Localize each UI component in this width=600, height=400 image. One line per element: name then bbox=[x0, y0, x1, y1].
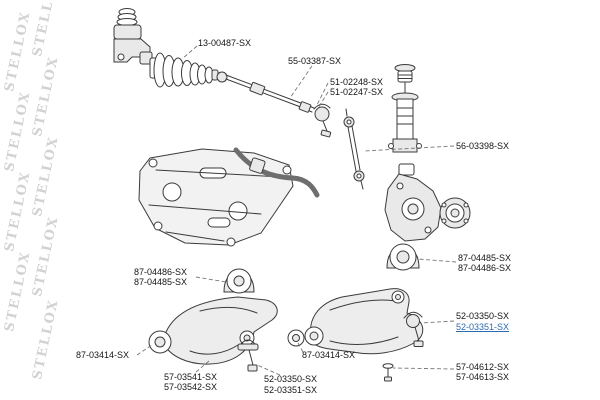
part-label-front-bushing-right-b: 87-04486-SX bbox=[458, 263, 512, 273]
steering-rack-boot bbox=[153, 52, 219, 88]
control-arm-left bbox=[148, 296, 278, 365]
leader-lines bbox=[136, 45, 457, 376]
part-label-rear-bushing-center: 87-03414-SX bbox=[302, 350, 356, 360]
part-label-ball-joint-right-selected[interactable]: 52-03351-SX bbox=[456, 322, 510, 332]
stabilizer-bar bbox=[233, 147, 320, 198]
mounting-bolt-right bbox=[382, 363, 394, 382]
bushing-rear-center bbox=[287, 329, 305, 347]
part-label-tie-rod-end-a: 51-02248-SX bbox=[330, 77, 384, 87]
part-label-tie-rod-end-b: 51-02247-SX bbox=[330, 87, 384, 97]
ball-joint-center bbox=[237, 339, 259, 372]
part-label-ball-joint-center-b: 52-03351-SX bbox=[264, 385, 318, 395]
part-label-rear-bushing-left: 87-03414-SX bbox=[76, 350, 130, 360]
part-label-control-arm-right-b: 57-04613-SX bbox=[456, 372, 510, 382]
bushing-front-left bbox=[223, 268, 255, 294]
part-label-steering-boot: 13-00487-SX bbox=[198, 38, 252, 48]
steering-knuckle bbox=[384, 163, 442, 242]
part-label-stabilizer-link: 56-03398-SX bbox=[456, 141, 510, 151]
bushing-front-right bbox=[386, 243, 420, 271]
stabilizer-link bbox=[343, 108, 365, 190]
part-label-control-arm-right-a: 57-04612-SX bbox=[456, 362, 510, 372]
part-label-ball-joint-right-a: 52-03350-SX bbox=[456, 311, 510, 321]
control-arm-right bbox=[304, 288, 424, 355]
subframe bbox=[138, 148, 294, 247]
part-label-tie-rod: 55-03387-SX bbox=[288, 56, 342, 66]
steering-gear bbox=[113, 8, 159, 79]
tie-rod bbox=[216, 71, 299, 107]
part-label-front-bushing-right-a: 87-04485-SX bbox=[458, 253, 512, 263]
part-label-ball-joint-center-a: 52-03350-SX bbox=[264, 374, 318, 384]
tie-rod-end bbox=[297, 101, 332, 138]
ball-joint-right bbox=[403, 311, 424, 347]
part-label-front-bushing-left-b: 87-04485-SX bbox=[134, 277, 188, 287]
strut bbox=[388, 64, 422, 153]
part-label-control-arm-left-a: 57-03541-SX bbox=[164, 372, 218, 382]
part-label-control-arm-left-b: 57-03542-SX bbox=[164, 382, 218, 392]
part-label-front-bushing-left-a: 87-04486-SX bbox=[134, 267, 188, 277]
wheel-hub-bearing bbox=[439, 197, 471, 229]
